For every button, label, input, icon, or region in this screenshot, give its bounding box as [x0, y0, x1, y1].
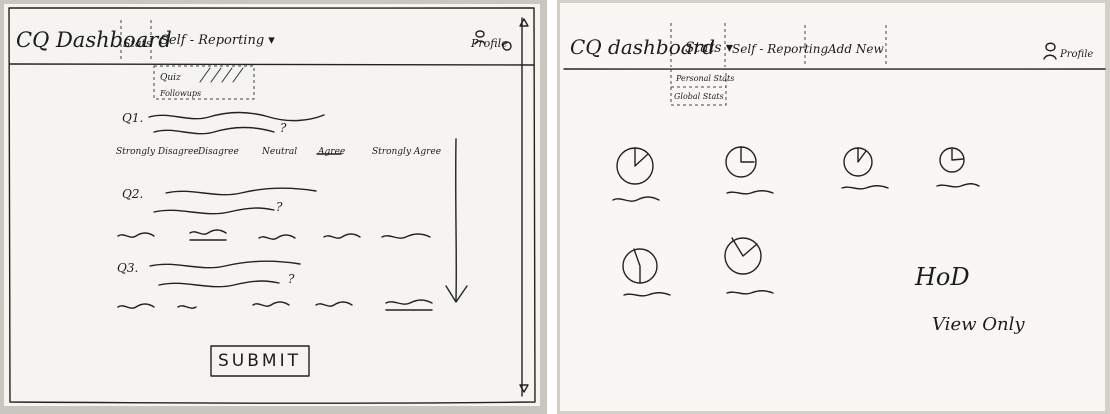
pie-chart-5 — [622, 248, 671, 297]
pie-chart-6 — [724, 237, 774, 295]
right-profile-icon[interactable] — [560, 3, 1105, 411]
left-scale-2[interactable]: Disagree — [198, 147, 239, 157]
right-nav-stats[interactable]: Stats ▾ — [685, 40, 733, 56]
right-brand: CQ dashboard — [570, 35, 716, 59]
left-q3-number: Q3. — [117, 261, 139, 275]
left-profile-icon[interactable] — [4, 4, 540, 406]
left-dropdown-quiz[interactable]: Quiz — [160, 73, 181, 83]
right-role-title: HoD — [915, 263, 970, 291]
left-q1-number: Q1. — [122, 111, 144, 125]
right-nav-add-new[interactable]: Add New — [828, 42, 884, 56]
left-scale-1[interactable]: Strongly Disagree — [116, 147, 199, 157]
pie-chart-4 — [936, 147, 980, 188]
left-scale-4[interactable]: Agree — [318, 147, 346, 157]
right-sketch-paper: CQ dashboard Stats ▾ Self - Reporting Ad… — [560, 3, 1106, 411]
left-scale-3[interactable]: Neutral — [262, 147, 298, 157]
left-scale-5[interactable]: Strongly Agree — [372, 147, 442, 157]
right-dropdown-global[interactable]: Global Stats — [674, 92, 724, 101]
left-nav-profile[interactable]: Profile — [471, 37, 508, 50]
left-nav-stats[interactable]: Stats — [123, 37, 152, 50]
right-sketch-lines — [563, 23, 1106, 297]
left-submit-button[interactable]: SUBMIT — [218, 351, 301, 371]
pie-chart-1 — [612, 147, 660, 202]
left-brand: CQ Dashboard — [16, 28, 172, 52]
right-sketch-photo: CQ dashboard Stats ▾ Self - Reporting Ad… — [557, 0, 1110, 414]
left-q3-mark: ? — [288, 272, 295, 286]
right-dropdown-personal[interactable]: Personal Stats — [676, 74, 735, 83]
right-role-subtitle: View Only — [932, 314, 1025, 335]
left-q2-number: Q2. — [122, 187, 144, 201]
left-q1-mark: ? — [280, 121, 287, 135]
pie-chart-2 — [725, 146, 774, 195]
left-sketch-lines — [8, 7, 536, 404]
left-nav-self-reporting[interactable]: Self - Reporting ▾ — [160, 33, 275, 48]
right-nav-profile[interactable]: Profile — [1060, 49, 1094, 60]
right-nav-self-reporting[interactable]: Self - Reporting — [732, 42, 829, 56]
left-q2-mark: ? — [276, 200, 283, 214]
pie-chart-3 — [841, 147, 889, 190]
left-dropdown-followups[interactable]: Followups — [160, 89, 202, 98]
left-sketch-paper: CQ Dashboard Stats Self - Reporting ▾ Pr… — [4, 4, 540, 406]
left-sketch-photo: CQ Dashboard Stats Self - Reporting ▾ Pr… — [0, 0, 547, 414]
